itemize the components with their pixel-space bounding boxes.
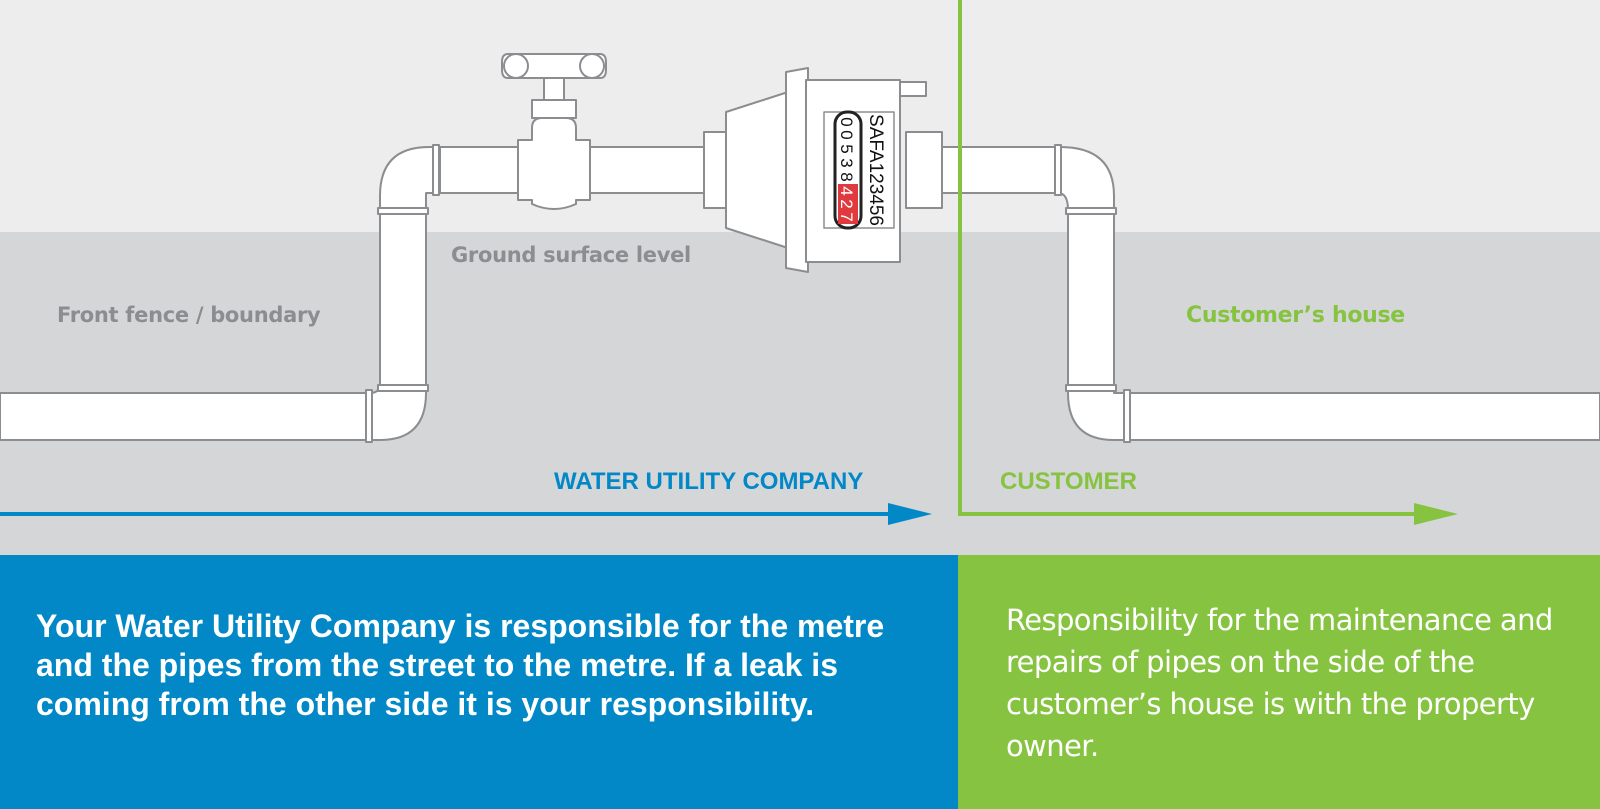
tap-stem xyxy=(531,99,577,119)
elbow-collar xyxy=(1065,207,1117,215)
elbow-collar xyxy=(1123,389,1131,443)
dial-digit: 4 xyxy=(837,186,856,195)
dial-digit: 2 xyxy=(837,199,856,208)
ground-surface-label: Ground surface level xyxy=(451,243,691,267)
meter-coupling xyxy=(703,131,727,209)
elbow-collar xyxy=(377,384,429,392)
dial-digit: 8 xyxy=(837,172,856,181)
service-pipe xyxy=(439,146,521,194)
elbow-collar xyxy=(1065,384,1117,392)
dial-digit: 5 xyxy=(837,144,856,153)
utility-responsibility-text: Your Water Utility Company is responsibl… xyxy=(36,608,885,722)
elbow-collar xyxy=(377,207,429,215)
dial-digit: 3 xyxy=(837,158,856,167)
customer-boundary-line xyxy=(958,0,1420,516)
meter-serial: SAFA123456 xyxy=(865,114,886,226)
meter-coupling xyxy=(905,131,943,209)
customer-responsibility-panel: Responsibility for the maintenance and r… xyxy=(958,555,1600,809)
customer-label: CUSTOMER xyxy=(1000,468,1137,495)
water-utility-company-label: WATER UTILITY COMPANY xyxy=(554,468,864,495)
tap-handle-end xyxy=(579,53,605,79)
customer-responsibility-text: Responsibility for the maintenance and r… xyxy=(1006,603,1553,763)
meter-nib xyxy=(899,81,927,97)
utility-responsibility-panel: Your Water Utility Company is responsibl… xyxy=(0,555,958,809)
tap-spindle xyxy=(543,75,565,101)
elbow-collar xyxy=(365,389,373,443)
meter-ring xyxy=(785,67,809,273)
tap-body xyxy=(517,117,591,210)
elbow-collar xyxy=(1054,144,1062,196)
customers-house-label: Customer’s house xyxy=(1186,303,1405,328)
dial-red-section xyxy=(838,184,858,224)
tap-handle xyxy=(501,53,607,79)
customer-pipe xyxy=(941,146,1600,441)
dial-digit: 0 xyxy=(837,117,856,126)
meter-dial: 0 0 5 3 8 4 2 7 SAFA123456 xyxy=(833,110,886,230)
utility-arrowhead xyxy=(888,503,932,525)
tap-handle-end xyxy=(503,53,529,79)
front-fence-label: Front fence / boundary xyxy=(57,303,321,327)
elbow-collar xyxy=(432,144,440,196)
customer-arrowhead xyxy=(1414,503,1458,525)
meter-body xyxy=(725,91,789,249)
dial-digit: 7 xyxy=(837,212,856,221)
dial-digit: 0 xyxy=(837,130,856,139)
service-pipe xyxy=(589,146,711,194)
